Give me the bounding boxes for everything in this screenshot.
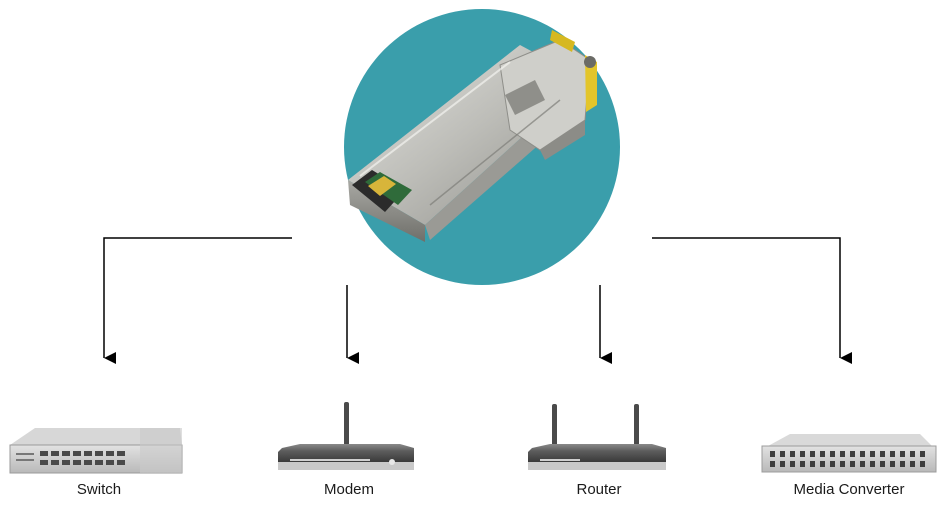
modem-device — [278, 402, 414, 470]
device-label-router: Router — [576, 481, 622, 498]
connector-media-converter — [652, 237, 852, 364]
device-label-media-converter: Media Converter — [793, 481, 905, 498]
sfp-module-image — [348, 30, 597, 242]
media-converter-device — [761, 434, 937, 473]
device-label-modem: Modem — [323, 481, 375, 498]
connectors — [103, 237, 852, 364]
device-label-switch: Switch — [76, 481, 122, 498]
connector-switch — [103, 237, 292, 364]
switch-device — [9, 428, 183, 474]
router-device — [528, 404, 666, 470]
